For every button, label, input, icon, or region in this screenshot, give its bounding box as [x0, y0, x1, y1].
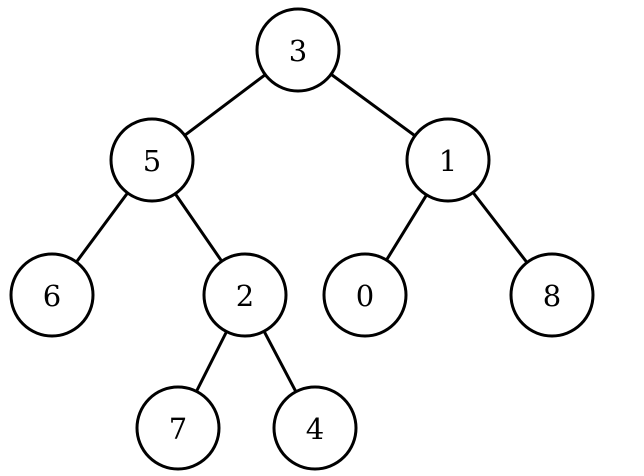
tree-edge-1-to-0	[384, 193, 429, 262]
tree-node-label-1: 1	[439, 144, 457, 178]
tree-node-circle-3	[255, 7, 341, 93]
tree-node-label-4: 4	[306, 412, 324, 446]
tree-node-circle-6	[9, 252, 95, 338]
tree-node-circle-0	[322, 252, 408, 338]
tree-node-label-7: 7	[169, 412, 187, 446]
tree-node-circle-8	[509, 252, 595, 338]
tree-node-label-3: 3	[289, 34, 307, 68]
tree-node-label-6: 6	[43, 279, 61, 313]
tree-edge-2-to-7	[194, 330, 229, 393]
tree-node-circle-2	[202, 252, 288, 338]
tree-node-6[interactable]: 6	[9, 252, 95, 338]
tree-node-1[interactable]: 1	[405, 117, 491, 203]
tree-node-label-0: 0	[356, 279, 374, 313]
tree-edge-3-to-1	[329, 72, 417, 138]
tree-edge-layer	[74, 72, 529, 394]
tree-edge-2-to-4	[262, 329, 298, 394]
tree-node-2[interactable]: 2	[202, 252, 288, 338]
tree-node-label-2: 2	[236, 279, 254, 313]
tree-node-5[interactable]: 5	[109, 117, 195, 203]
tree-edge-5-to-6	[74, 191, 130, 264]
tree-edge-1-to-8	[471, 190, 529, 265]
tree-node-8[interactable]: 8	[509, 252, 595, 338]
tree-node-circle-1	[405, 117, 491, 203]
tree-node-circle-7	[135, 385, 221, 471]
tree-edge-5-to-2	[173, 192, 224, 263]
tree-edge-3-to-5	[183, 73, 267, 137]
tree-node-7[interactable]: 7	[135, 385, 221, 471]
tree-node-3[interactable]: 3	[255, 7, 341, 93]
tree-node-layer: 3 5 1 6 2 0 8 7 4	[9, 7, 595, 471]
tree-node-0[interactable]: 0	[322, 252, 408, 338]
tree-node-label-8: 8	[543, 279, 561, 313]
tree-node-circle-5	[109, 117, 195, 203]
tree-node-4[interactable]: 4	[272, 385, 358, 471]
tree-node-label-5: 5	[143, 144, 161, 178]
tree-node-circle-4	[272, 385, 358, 471]
